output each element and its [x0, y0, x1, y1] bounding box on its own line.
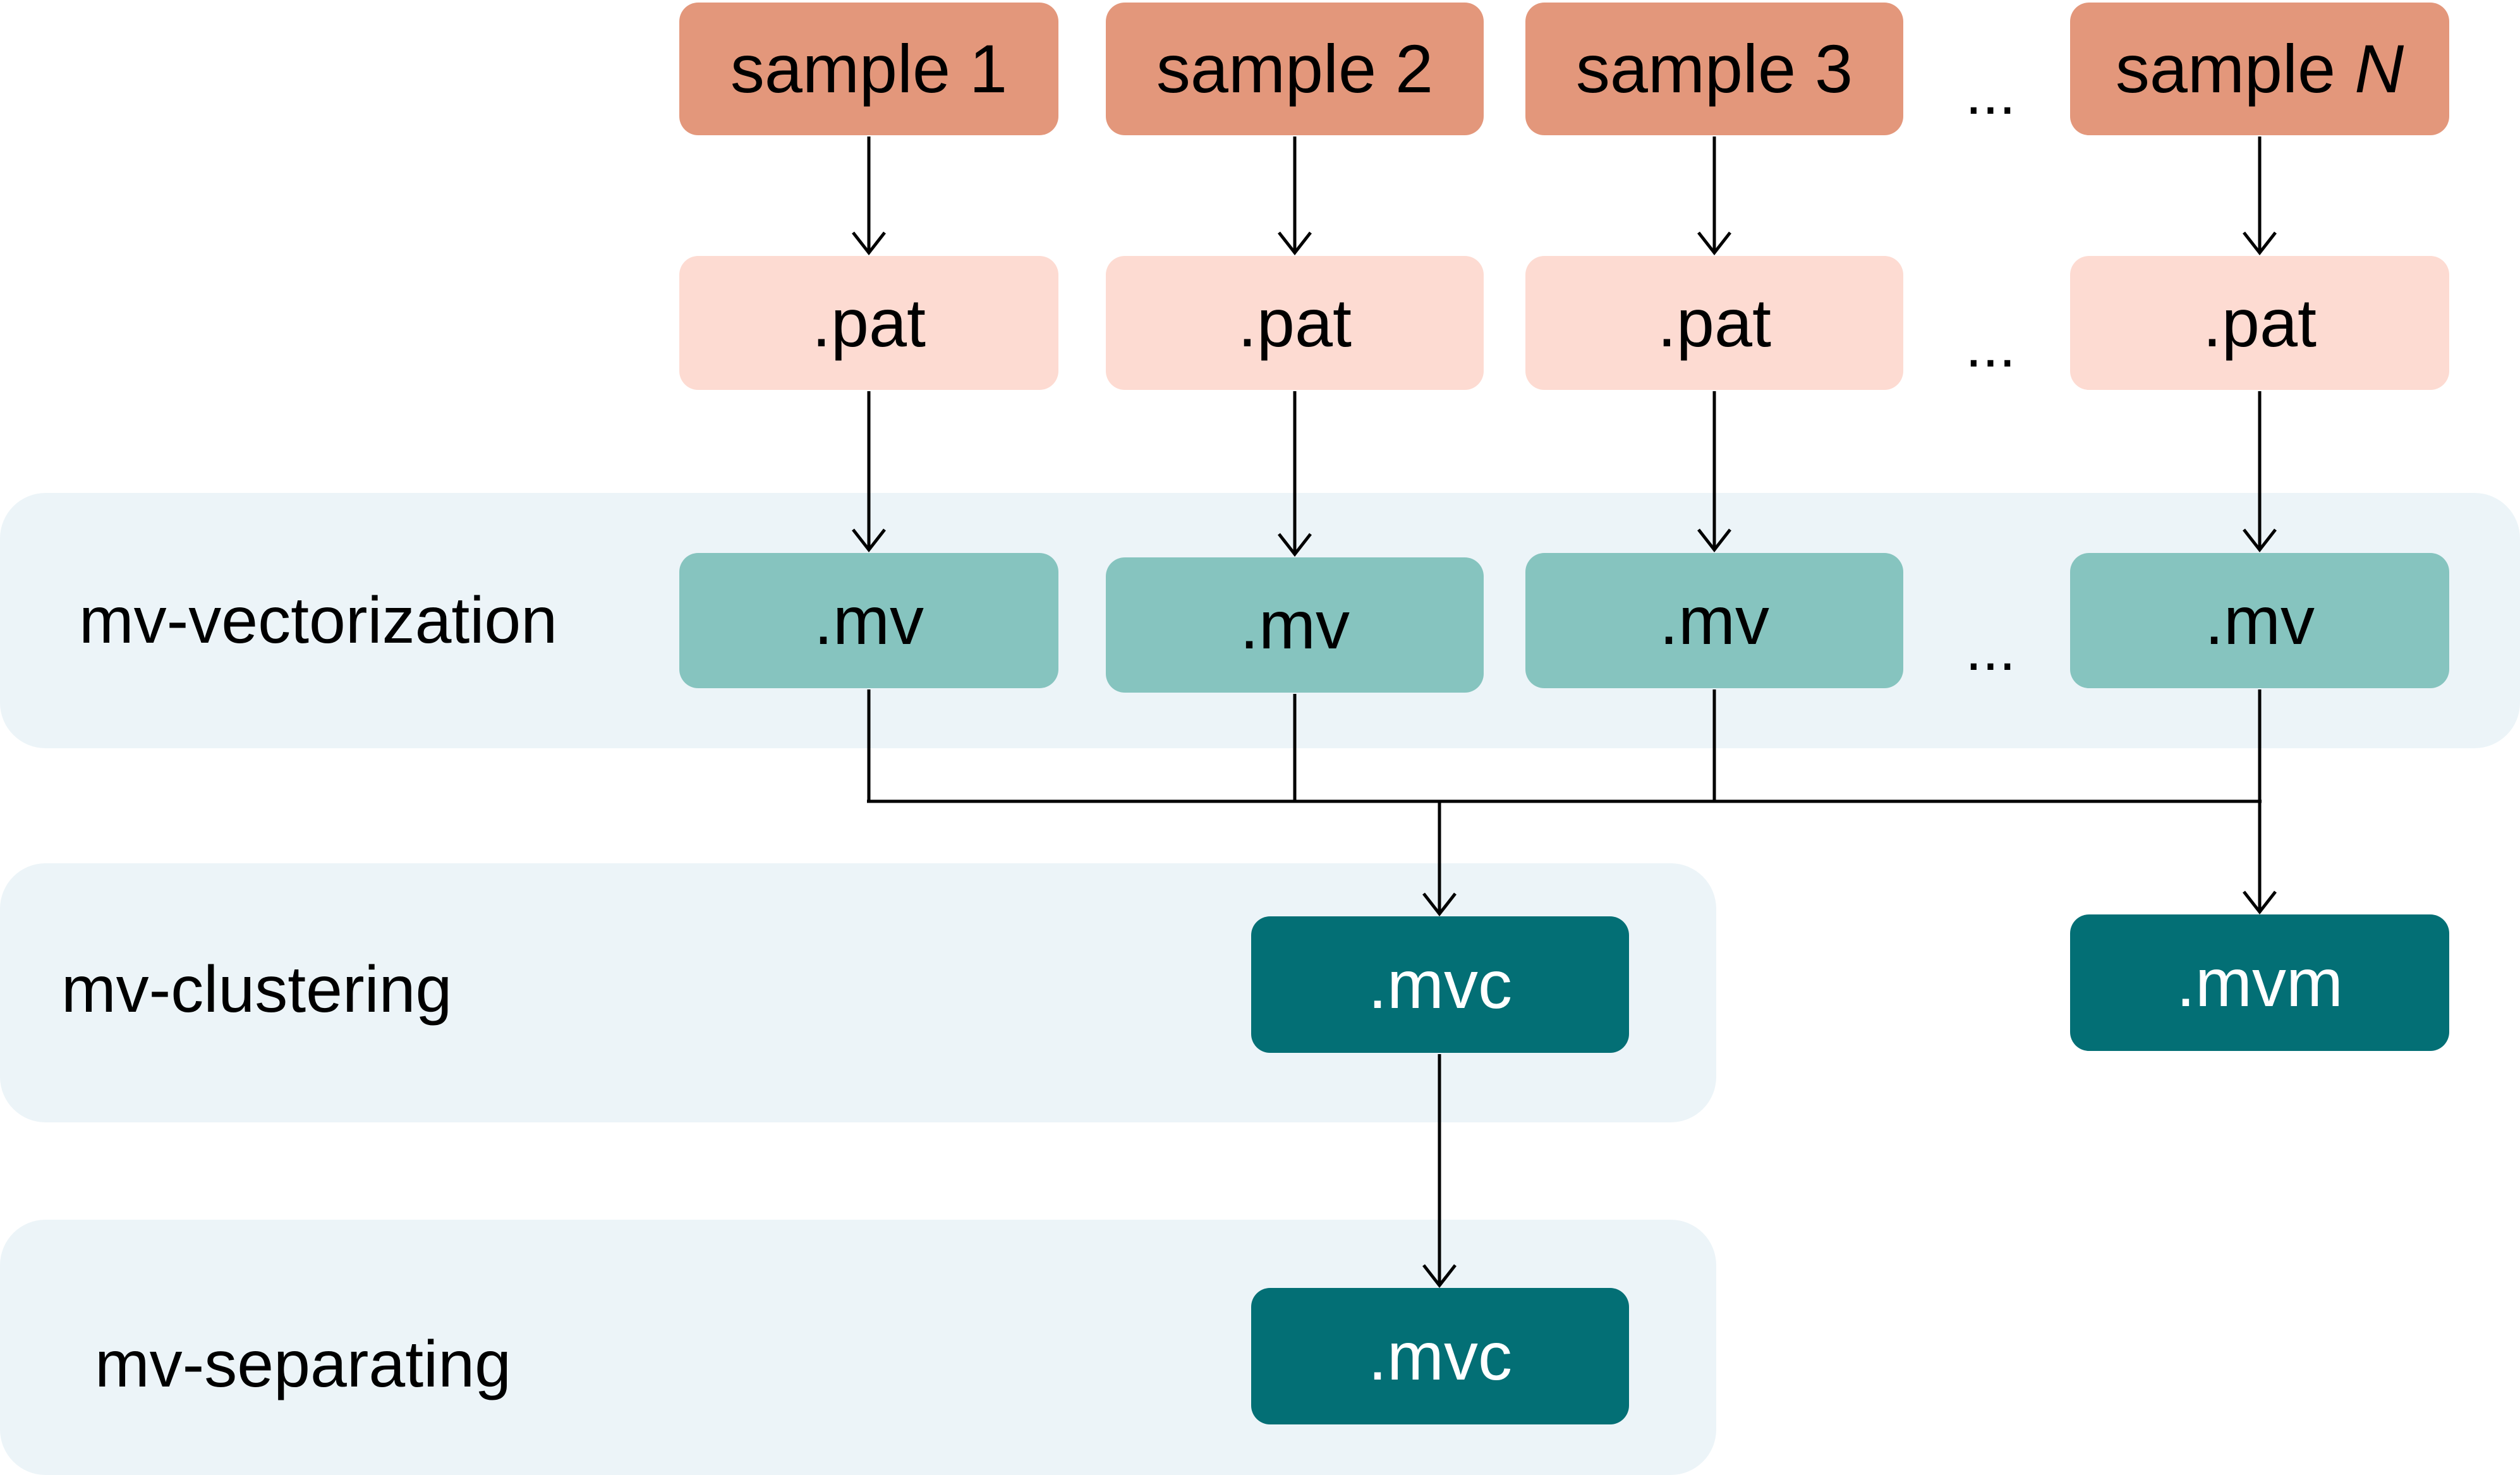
sample-1-box: sample 1 — [679, 3, 1058, 135]
mvm-file: .mvm — [2070, 914, 2449, 1051]
mv-file-n: .mv — [2070, 553, 2449, 688]
arrowhead-bus-mvm — [2243, 890, 2277, 915]
sample-3-box: sample 3 — [1525, 3, 1903, 135]
mvc-file-clustering: .mvc — [1251, 916, 1629, 1053]
stage-label-clustering: mv-clustering — [61, 953, 452, 1026]
sample-n-prefix: sample — [2115, 30, 2336, 107]
mv-file-2: .mv — [1106, 557, 1484, 693]
arrowhead-bus-mvc — [1422, 892, 1457, 917]
arrowhead-sample1-pat — [852, 231, 886, 256]
sample-2-box: sample 2 — [1106, 3, 1484, 135]
arrowhead-pat3-mv — [1697, 528, 1731, 553]
arrowhead-sample3-pat — [1697, 231, 1731, 256]
mvc-file-separating: .mvc — [1251, 1288, 1629, 1424]
arrowhead-mvc-mvc — [1422, 1264, 1457, 1289]
arrowhead-pat1-mv — [852, 528, 886, 553]
sample-n-variable: N — [2354, 30, 2404, 107]
arrowhead-patn-mv — [2243, 528, 2277, 553]
mv-ellipsis: ... — [1965, 616, 2016, 683]
sample-n-box: sample N — [2070, 3, 2449, 135]
arrowhead-sample2-pat — [1278, 231, 1312, 256]
mv-file-3: .mv — [1525, 553, 1903, 688]
pat-file-2: .pat — [1106, 256, 1484, 390]
stage-label-separating: mv-separating — [95, 1328, 511, 1401]
pat-file-3: .pat — [1525, 256, 1903, 390]
pat-ellipsis: ... — [1965, 312, 2016, 380]
pat-file-1: .pat — [679, 256, 1058, 390]
stage-label-vectorization: mv-vectorization — [79, 584, 558, 657]
sample-ellipsis: ... — [1965, 59, 2016, 127]
arrowhead-samplen-pat — [2243, 231, 2277, 256]
pat-file-n: .pat — [2070, 256, 2449, 390]
arrowhead-pat2-mv — [1278, 533, 1312, 557]
mv-file-1: .mv — [679, 553, 1058, 688]
